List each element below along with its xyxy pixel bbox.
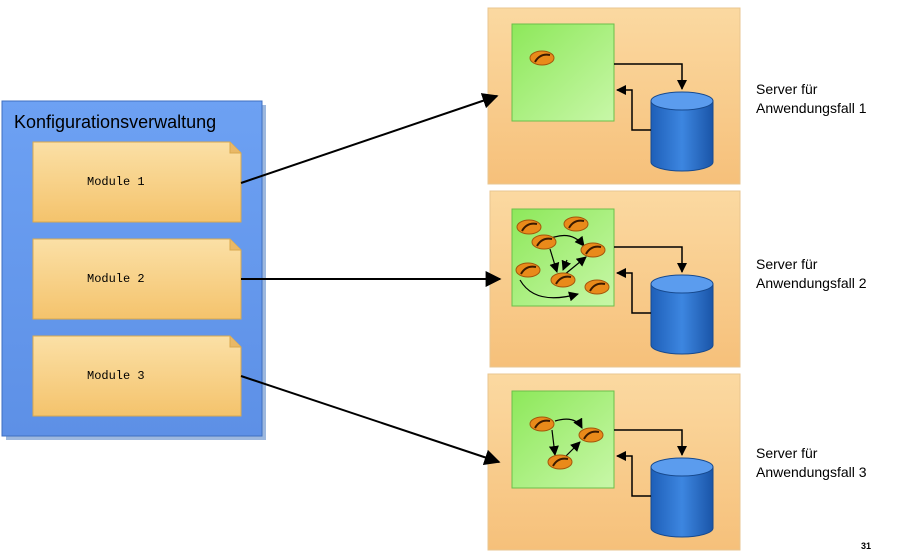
server-label-2: Server für Anwendungsfall 2 (756, 255, 867, 293)
component-bean (516, 219, 542, 235)
module-note-2 (32, 238, 242, 320)
component-area-1 (511, 23, 615, 122)
module-note-1 (32, 141, 242, 223)
config-title: Konfigurationsverwaltung (14, 112, 217, 132)
deploy-arrow-3 (240, 375, 501, 466)
db-connection-1 (614, 63, 687, 131)
db-connection-2 (614, 246, 687, 314)
server-label-1: Server für Anwendungsfall 1 (756, 80, 867, 118)
component-bean (529, 416, 555, 432)
database-3 (650, 457, 714, 538)
component-bean (563, 216, 589, 232)
component-bean (584, 279, 610, 295)
component-bean (550, 272, 576, 288)
server-label-1-line2: Anwendungsfall 1 (756, 100, 867, 116)
server-label-2-line2: Anwendungsfall 2 (756, 275, 867, 291)
server-label-3-line2: Anwendungsfall 3 (756, 464, 867, 480)
db-connection-3 (614, 429, 687, 497)
module-label-3: Module 3 (87, 369, 145, 383)
component-bean (515, 262, 541, 278)
page-number: 31 (861, 541, 872, 551)
module-label-1: Module 1 (87, 175, 145, 189)
server-label-1-line1: Server für (756, 81, 818, 97)
component-bean (531, 234, 557, 250)
module-note-3 (32, 335, 242, 417)
database-2 (650, 274, 714, 355)
deploy-arrow-1 (240, 93, 499, 184)
module-label-2: Module 2 (87, 272, 145, 286)
server-label-3: Server für Anwendungsfall 3 (756, 444, 867, 482)
server-label-2-line1: Server für (756, 256, 818, 272)
server-label-3-line1: Server für (756, 445, 818, 461)
bean-arrows-3 (548, 417, 583, 457)
component-bean (529, 50, 555, 66)
component-bean (580, 242, 606, 258)
database-1 (650, 91, 714, 172)
component-bean (578, 427, 604, 443)
component-bean (547, 454, 573, 470)
